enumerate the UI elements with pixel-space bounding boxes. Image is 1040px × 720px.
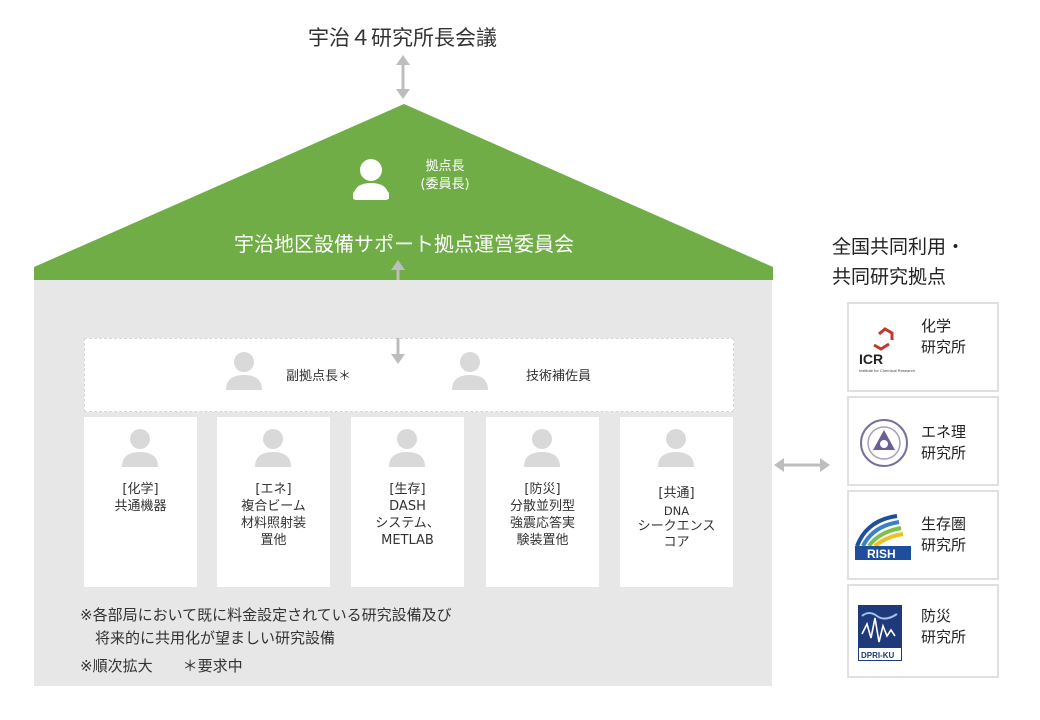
unit-line: 共通機器 — [114, 499, 167, 514]
unit-line: METLAB — [381, 533, 434, 548]
person-icon — [389, 429, 425, 467]
institute-name-line1: 防災 — [921, 607, 952, 625]
network-title-line2: 共同研究拠点 — [832, 266, 947, 288]
institute-name-line1: エネ理 — [921, 423, 967, 441]
dpri-logo-icon: DPRI-KU — [858, 605, 902, 661]
unit-line: 強震応答実 — [509, 516, 575, 531]
unit-card-chemistry: [化学] 共通機器 — [84, 417, 197, 587]
iae-emblem-icon — [860, 419, 908, 467]
institute-name-line1: 生存圏 — [921, 515, 967, 533]
note-line-2: 将来的に共用化が望ましい研究設備 — [80, 629, 336, 647]
institute-name: 化学 研究所 — [921, 316, 966, 358]
council-link-arrow — [396, 55, 410, 99]
rish-logo-text: RISH — [867, 547, 896, 561]
person-icon — [658, 429, 694, 467]
unit-line: コア — [663, 535, 690, 550]
unit-line: [化学] — [122, 482, 159, 497]
rish-logo-icon: RISH — [855, 514, 911, 561]
institute-name: 生存圏 研究所 — [921, 514, 966, 556]
unit-line: 験装置他 — [516, 533, 569, 548]
chair-role-line2: (委員長) — [420, 177, 470, 192]
icr-logo-subtext: Institute for Chemical Research — [859, 368, 915, 373]
network-title: 全国共同利用・ 共同研究拠点 — [832, 232, 1032, 292]
institute-name: 防災 研究所 — [921, 606, 966, 648]
institute-dpri: DPRI-KU 防災 研究所 — [847, 584, 999, 678]
unit-line: シークエンス — [637, 519, 716, 534]
unit-text: [エネ] 複合ビーム 材料照射装 置他 — [217, 481, 330, 549]
dpri-logo-text: DPRI-KU — [861, 651, 895, 660]
unit-line: [エネ] — [255, 482, 292, 497]
note-line-3: ※順次拡大 ＊要求中 — [80, 657, 243, 675]
assistant-label: 技術補佐員 — [526, 369, 592, 384]
unit-card-energy: [エネ] 複合ビーム 材料照射装 置他 — [217, 417, 330, 587]
institute-icr: ICR Institute for Chemical Research 化学 研… — [847, 302, 999, 392]
institute-name-line2: 研究所 — [921, 338, 967, 356]
unit-text: [共通] DNA シークエンス コア — [620, 485, 733, 551]
unit-line: 分散並列型 — [509, 499, 575, 514]
deputy-label: 副拠点長＊ — [286, 369, 352, 384]
unit-line: 材料照射装 — [240, 516, 306, 531]
unit-line: [生存] — [389, 482, 426, 497]
unit-line: [防災] — [524, 482, 561, 497]
institute-name-line2: 研究所 — [921, 444, 967, 462]
unit-line: [共通] — [658, 486, 695, 501]
note-line-1: ※各部局において既に料金設定されている研究設備及び — [80, 606, 452, 624]
person-icon — [122, 429, 158, 467]
institute-name: エネ理 研究所 — [921, 422, 966, 464]
person-icon — [524, 429, 560, 467]
unit-line: DNA — [663, 504, 690, 518]
unit-line: 複合ビーム — [241, 499, 306, 514]
unit-card-disaster: [防災] 分散並列型 強震応答実 験装置他 — [486, 417, 599, 587]
institute-iae: エネ理 研究所 — [847, 396, 999, 486]
unit-line: DASH — [389, 499, 426, 514]
institute-rish: RISH 生存圏 研究所 — [847, 490, 999, 580]
unit-text: [生存] DASH システム、 METLAB — [351, 481, 464, 549]
unit-text: [防災] 分散並列型 強震応答実 験装置他 — [486, 481, 599, 549]
institute-name-line1: 化学 — [921, 317, 952, 335]
unit-line: 置他 — [260, 533, 287, 548]
unit-card-common: [共通] DNA シークエンス コア — [620, 417, 733, 587]
icr-logo-icon: ICR Institute for Chemical Research — [859, 327, 915, 373]
network-title-line1: 全国共同利用・ — [832, 236, 966, 258]
staff-row — [84, 338, 734, 412]
committee-title: 宇治地区設備サポート拠点運営委員会 — [234, 232, 574, 256]
roof-triangle — [34, 104, 773, 280]
chair-role-line1: 拠点長 — [425, 159, 465, 174]
top-council-title: 宇治４研究所長会議 — [308, 26, 497, 50]
institute-name-line2: 研究所 — [921, 536, 967, 554]
unit-card-sustainable: [生存] DASH システム、 METLAB — [351, 417, 464, 587]
chair-role-label: 拠点長 (委員長) — [400, 158, 490, 194]
network-link-arrow — [774, 458, 830, 472]
unit-line: システム、 — [375, 516, 440, 531]
chair-person-icon — [353, 159, 389, 200]
person-icon — [255, 429, 291, 467]
institute-name-line2: 研究所 — [921, 628, 967, 646]
unit-text: [化学] 共通機器 — [84, 481, 197, 515]
icr-logo-text: ICR — [859, 351, 883, 367]
